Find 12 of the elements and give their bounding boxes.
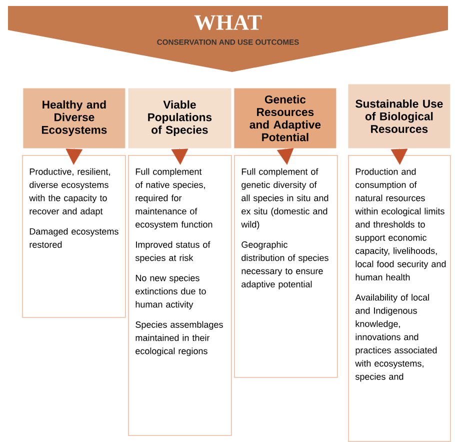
text-box: Productive, resilient, diverse ecosystems with the capacity to recover and adapt Damaged ecosystems restored (22, 155, 126, 318)
text-box: Full complement of native species, required for maintenance of ecosystem function Improved status of species at risk No new species extinctions due to human activity Species assemblages maintained in their ecological regions (128, 155, 232, 436)
arrow (66, 148, 83, 165)
arrow (171, 148, 188, 165)
arrow (390, 148, 408, 165)
header-box: Sustainable Use of Biological Resources (348, 84, 450, 148)
text-box: Full complement of genetic diversity of all species in situ and ex situ (domestic and wild) Geographic distribution of species necessary to ensure adaptive potential (234, 155, 338, 378)
text-box: Production and consumption of natural resources within ecological limits and thresholds to support economic capacity, livelihoods, local food security and human health Availability of local and Indigenous knowledge, innovations and practices associated with ecosystems, species and (348, 155, 451, 442)
header-box: Viable Populations of Species (128, 88, 232, 148)
arrow (276, 148, 294, 165)
header-box: Genetic Resources and Adaptive Potential (234, 88, 336, 148)
header-box: Healthy and Diverse Ecosystems (23, 88, 126, 148)
